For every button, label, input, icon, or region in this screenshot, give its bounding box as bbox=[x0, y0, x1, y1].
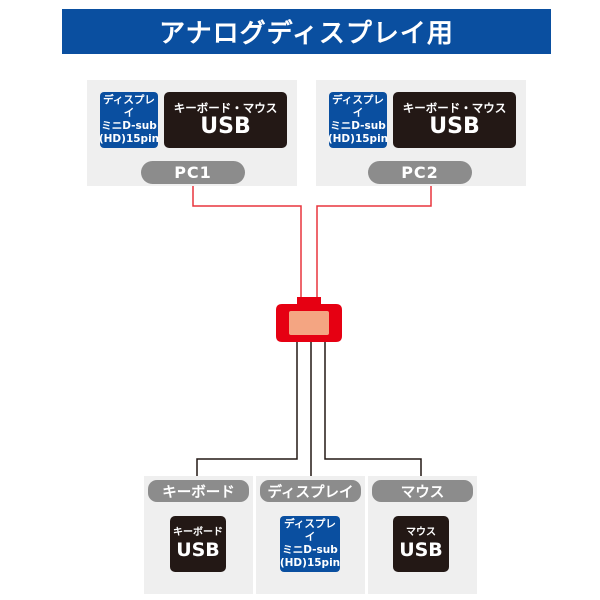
keyboard-cable bbox=[196, 342, 298, 478]
keyboard-usb-port-main: USB bbox=[176, 539, 220, 561]
mouse-usb-port-main: USB bbox=[399, 539, 443, 561]
pc2-display-port-line3: (HD)15pin bbox=[327, 133, 389, 145]
pc2-usb-port-main: USB bbox=[429, 114, 480, 139]
pc1-display-port: ディスプレイ ミニD-sub (HD)15pin bbox=[98, 92, 160, 148]
display-port-line2: ミニD-sub bbox=[282, 544, 338, 556]
pc1-usb-port-sub: キーボード・マウス bbox=[173, 101, 278, 115]
pc1-label: PC1 bbox=[141, 161, 245, 184]
display-port-line1: ディスプレイ bbox=[284, 518, 336, 543]
pc1-display-port-line2: ミニD-sub bbox=[101, 120, 157, 132]
display-port-line3: (HD)15pin bbox=[279, 557, 341, 569]
pc2-usb-port: キーボード・マウス USB bbox=[393, 92, 516, 148]
pc2-label: PC2 bbox=[368, 161, 472, 184]
mouse-usb-port-sub: マウス bbox=[406, 527, 436, 538]
pc1-usb-port: キーボード・マウス USB bbox=[164, 92, 287, 148]
pc1-display-port-line1: ディスプレイ bbox=[103, 94, 155, 119]
page-title: アナログディスプレイ用 bbox=[62, 9, 551, 54]
keyboard-usb-port-sub: キーボード bbox=[173, 527, 223, 538]
pc1-usb-port-main: USB bbox=[200, 114, 251, 139]
mouse-label: マウス bbox=[372, 480, 473, 502]
mouse-usb-port: マウス USB bbox=[393, 516, 449, 572]
pc2-usb-port-sub: キーボード・マウス bbox=[402, 101, 507, 115]
keyboard-usb-port: キーボード USB bbox=[170, 516, 226, 572]
pc2-cable bbox=[316, 186, 432, 298]
pc1-display-port-line3: (HD)15pin bbox=[98, 133, 160, 145]
pc2-display-port-line1: ディスプレイ bbox=[332, 94, 384, 119]
display-label: ディスプレイ bbox=[260, 480, 361, 502]
pc1-cable bbox=[192, 186, 302, 298]
pc2-display-port: ディスプレイ ミニD-sub (HD)15pin bbox=[327, 92, 389, 148]
mouse-cable bbox=[324, 342, 422, 478]
kvm-switch-face bbox=[289, 311, 329, 335]
display-port: ディスプレイ ミニD-sub (HD)15pin bbox=[280, 516, 340, 572]
keyboard-label: キーボード bbox=[148, 480, 249, 502]
pc2-display-port-line2: ミニD-sub bbox=[330, 120, 386, 132]
